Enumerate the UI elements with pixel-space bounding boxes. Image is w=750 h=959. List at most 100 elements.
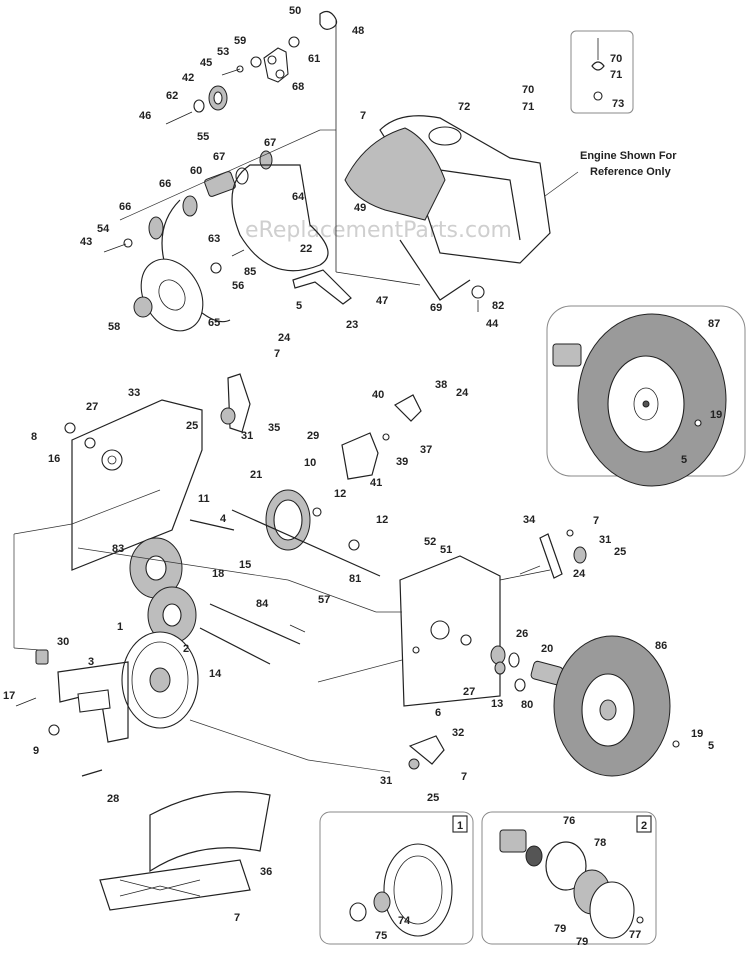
- drive-tire: [553, 635, 680, 777]
- part-label: 58: [108, 321, 120, 333]
- idler-bracket-group: [103, 10, 338, 253]
- part-label: 76: [563, 815, 575, 827]
- engine-note-line-2: Reference Only: [590, 166, 672, 178]
- part-label: 72: [458, 101, 470, 113]
- part-label: 7: [360, 110, 366, 122]
- part-label: 66: [159, 178, 171, 190]
- part-label: 17: [3, 690, 15, 702]
- part-label: 35: [268, 422, 280, 434]
- part-label: 41: [370, 477, 382, 489]
- part-label: 7: [274, 348, 280, 360]
- callout-label-2: 2: [641, 820, 647, 832]
- part-label: 3: [88, 656, 94, 668]
- part-label: 47: [376, 295, 388, 307]
- chains-tire: [552, 313, 727, 487]
- part-label: 65: [208, 317, 220, 329]
- part-label: 7: [593, 515, 599, 527]
- part-label: 45: [200, 57, 212, 69]
- part-label: 38: [435, 379, 447, 391]
- part-label: 60: [190, 165, 202, 177]
- part-label: 30: [57, 636, 69, 648]
- part-label: 6: [435, 707, 441, 719]
- part-label: 36: [260, 866, 272, 878]
- part-label: 7: [234, 912, 240, 924]
- part-label: 44: [486, 318, 499, 330]
- part-label: 16: [48, 453, 60, 465]
- part-label: 29: [307, 430, 319, 442]
- engine-reference: [292, 20, 551, 312]
- part-label: 48: [352, 25, 364, 37]
- part-label: 70: [522, 84, 534, 96]
- part-label: 37: [420, 444, 432, 456]
- part-label: 25: [186, 420, 198, 432]
- part-label: 19: [691, 728, 703, 740]
- part-label: 7: [461, 771, 467, 783]
- part-labels: 50 48 59 53 45 61 68 42 62 46 55 7 70 71…: [3, 5, 722, 948]
- part-label: 87: [708, 318, 720, 330]
- inset-box-1: [319, 811, 474, 945]
- part-label: 1: [117, 621, 123, 633]
- inset-1-parts: [349, 843, 453, 937]
- part-label: 56: [232, 280, 244, 292]
- part-label: 74: [398, 915, 411, 927]
- part-label: 24: [456, 387, 469, 399]
- lower-bracket: [15, 649, 129, 777]
- part-label: 71: [610, 69, 622, 81]
- watermark: eReplacementParts.com: [245, 218, 512, 243]
- part-label: 54: [97, 223, 110, 235]
- part-label: 31: [599, 534, 611, 546]
- part-label: 23: [346, 319, 358, 331]
- axle-spacers: [490, 645, 564, 692]
- part-label: 77: [629, 929, 641, 941]
- part-label: 55: [197, 131, 209, 143]
- part-label: 22: [300, 243, 312, 255]
- inset-2-parts: [499, 829, 644, 939]
- callout-label-1: 1: [457, 820, 463, 832]
- part-label: 86: [655, 640, 667, 652]
- drive-belts: [133, 164, 329, 332]
- left-housing: [64, 373, 251, 571]
- part-label: 68: [292, 81, 304, 93]
- part-label: 84: [256, 598, 269, 610]
- part-label: 28: [107, 793, 119, 805]
- part-label: 20: [541, 643, 553, 655]
- part-label: 33: [128, 387, 140, 399]
- part-label: 81: [349, 573, 361, 585]
- right-housing: [399, 555, 551, 707]
- part-label: 50: [289, 5, 301, 17]
- shift-lever: [539, 529, 587, 579]
- main-shaft-gear: [189, 489, 381, 577]
- part-label: 53: [217, 46, 229, 58]
- part-label: 49: [354, 202, 366, 214]
- part-label: 64: [292, 191, 305, 203]
- part-label: 71: [522, 101, 534, 113]
- part-label: 27: [463, 686, 475, 698]
- hex-shafts: [199, 603, 306, 665]
- part-label: 5: [708, 740, 714, 752]
- part-label: 70: [610, 53, 622, 65]
- part-label: 62: [166, 90, 178, 102]
- part-label: 61: [308, 53, 320, 65]
- part-label: 25: [614, 546, 626, 558]
- part-label: 52: [424, 536, 436, 548]
- part-label: 31: [241, 430, 253, 442]
- part-label: 83: [112, 543, 124, 555]
- bracket-assembly: [341, 394, 422, 480]
- part-label: 39: [396, 456, 408, 468]
- part-label: 12: [334, 488, 346, 500]
- part-label: 31: [380, 775, 392, 787]
- part-label: 79: [554, 923, 566, 935]
- part-label: 18: [212, 568, 224, 580]
- part-label: 82: [492, 300, 504, 312]
- friction-wheels: [121, 537, 199, 729]
- callout-box-2: [636, 815, 652, 833]
- part-label: 59: [234, 35, 246, 47]
- part-label: 4: [220, 513, 227, 525]
- part-label: 78: [594, 837, 606, 849]
- part-label: 8: [31, 431, 37, 443]
- part-label: 42: [182, 72, 194, 84]
- part-label: 40: [372, 389, 384, 401]
- leader-lines: [13, 129, 579, 773]
